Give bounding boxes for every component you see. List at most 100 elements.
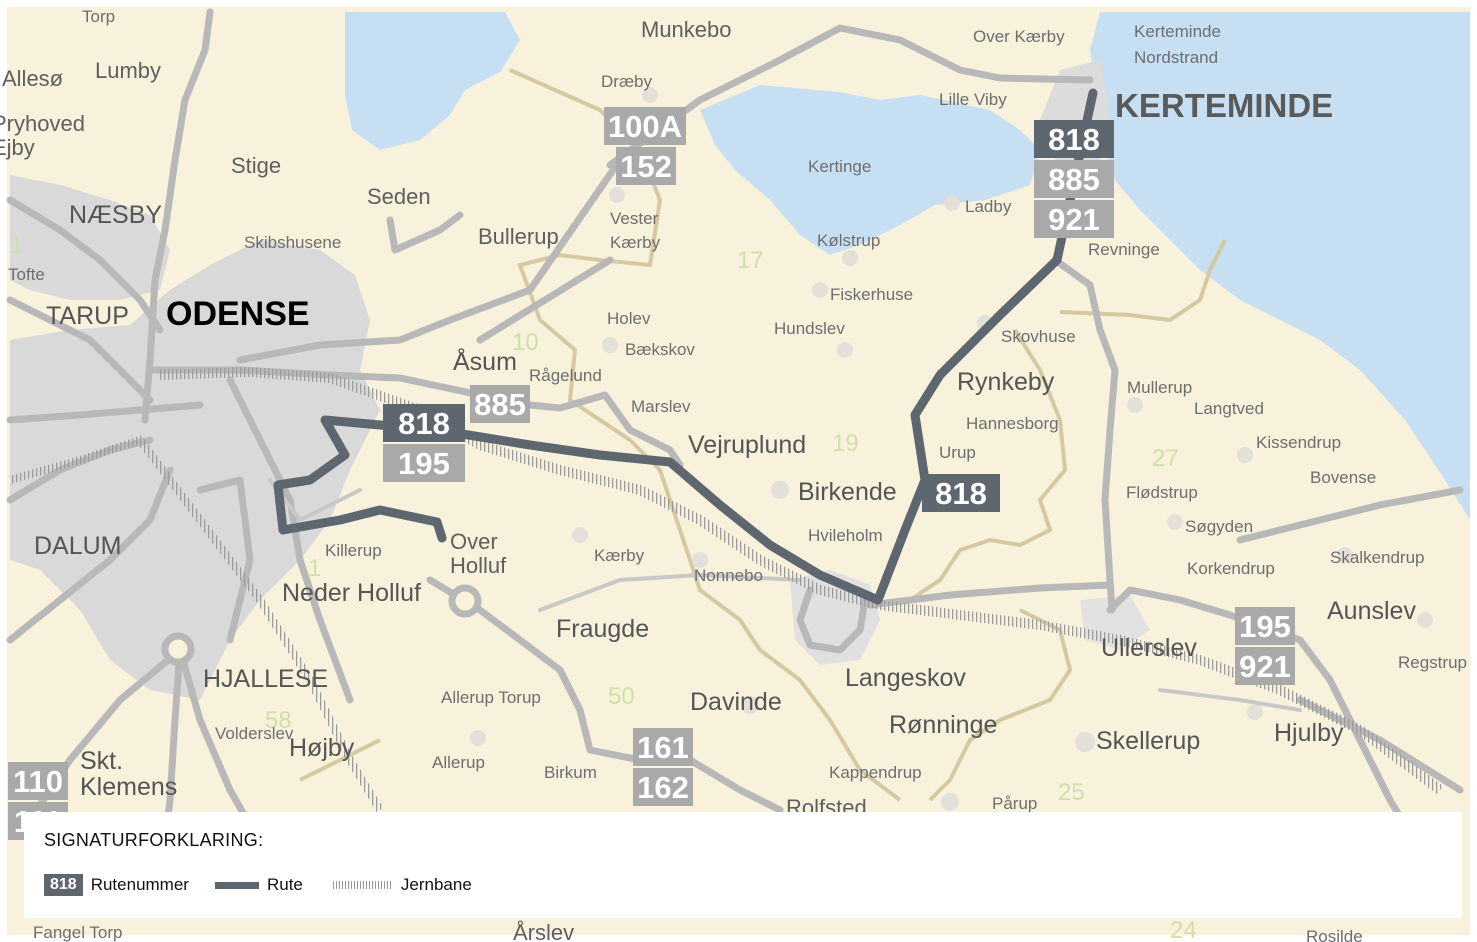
place-label: Allerup Torup	[441, 688, 541, 707]
place-label: Ladby	[965, 197, 1012, 216]
legend-items: 818 Rutenummer Rute Jernbane	[44, 874, 472, 896]
fjord-water	[345, 12, 520, 150]
route-number: 921	[1048, 202, 1100, 237]
roundabout	[161, 632, 195, 666]
zone-number: 25	[1058, 779, 1085, 806]
place-label: Bullerup	[478, 224, 559, 249]
place-label: Fiskerhuse	[830, 285, 913, 304]
place-label: Langeskov	[845, 664, 966, 692]
route-badge-195[interactable]: 195	[383, 444, 465, 482]
place-label: Birkende	[798, 478, 897, 506]
zone-number: 27	[1152, 445, 1179, 472]
place-label: Over Kærby	[973, 27, 1065, 46]
route-badge-161[interactable]: 161	[633, 728, 693, 766]
place-label: Ejby	[0, 135, 35, 160]
route-number: 885	[1048, 162, 1100, 197]
legend-route-number-badge: 818	[44, 874, 83, 896]
place-label: Kærby	[610, 233, 661, 252]
place-label: Over	[450, 529, 498, 554]
place-label: Davinde	[690, 688, 782, 716]
route-badge-110[interactable]: 110	[8, 762, 68, 800]
route-badge-818[interactable]: 818	[1034, 120, 1114, 158]
route-number: 921	[1239, 649, 1291, 684]
route-818-line[interactable]	[273, 88, 1098, 605]
place-label: Hjulby	[1274, 719, 1344, 747]
map-legend: SIGNATURFORKLARING: 818 Rutenummer Rute …	[24, 812, 1462, 918]
place-label: Rosilde	[1306, 927, 1363, 942]
route-number: 195	[1239, 609, 1291, 644]
place-label: Tofte	[8, 265, 45, 284]
place-label: Skt.	[80, 747, 123, 775]
place-label: Rågelund	[529, 366, 602, 385]
place-label: Rynkeby	[957, 368, 1055, 396]
place-label: Hundslev	[774, 319, 845, 338]
place-label: Højby	[289, 734, 355, 762]
place-label: Kærby	[594, 546, 645, 565]
place-label: Nordstrand	[1134, 48, 1218, 67]
place-label: Fangel Torp	[33, 923, 122, 942]
place-label: Kølstrup	[817, 231, 880, 250]
place-label: Revninge	[1088, 240, 1160, 259]
zone-number: 10	[512, 329, 539, 356]
place-label: Åsum	[453, 346, 517, 376]
place-label: Korkendrup	[1187, 559, 1275, 578]
route-badge-885[interactable]: 885	[470, 385, 530, 423]
route-badge-818[interactable]: 818	[922, 474, 1000, 512]
route-badge-921[interactable]: 921	[1034, 200, 1114, 238]
route-number: 162	[637, 770, 689, 805]
route-badge-195[interactable]: 195	[1235, 607, 1295, 645]
place-label: Seden	[367, 184, 431, 209]
village-dots	[470, 87, 1433, 811]
route-badge-100a[interactable]: 100A	[604, 107, 686, 145]
road-network-minor	[268, 478, 1302, 712]
place-label: Pryhoved	[0, 111, 85, 136]
place-label: Holev	[607, 309, 651, 328]
place-label: Søgyden	[1185, 517, 1253, 536]
place-label: Kissendrup	[1256, 433, 1341, 452]
place-label: Hannesborg	[966, 414, 1059, 433]
cycle-paths	[299, 68, 1227, 802]
place-label: Skalkendrup	[1330, 548, 1425, 567]
route-badge-818[interactable]: 818	[383, 404, 465, 442]
route-badges[interactable]: 818 885 921 100A 152 885 818	[8, 107, 1295, 840]
district-label: TARUP	[46, 302, 129, 330]
district-label: NÆSBY	[69, 201, 162, 229]
route-badge-152[interactable]: 152	[616, 147, 676, 185]
place-label: Skovhuse	[1001, 327, 1076, 346]
route-badge-921[interactable]: 921	[1235, 647, 1295, 685]
place-label: Urup	[939, 443, 976, 462]
city-label-odense: ODENSE	[166, 295, 310, 333]
city-label-kerteminde: KERTEMINDE	[1115, 87, 1333, 124]
place-label: Bækskov	[625, 340, 695, 359]
place-label: Volderslev	[215, 724, 294, 743]
route-number: 195	[398, 446, 450, 481]
place-label: Birkum	[544, 763, 597, 782]
zone-number: 1	[10, 232, 23, 259]
place-label: Skibshusene	[244, 233, 341, 252]
zone-number: 24	[1170, 917, 1197, 942]
district-labels: NÆSBY TARUP DALUM HJALLESE	[34, 201, 328, 693]
place-label: Munkebo	[641, 17, 732, 42]
legend-route-line-icon	[214, 881, 259, 889]
legend-title: SIGNATURFORKLARING:	[44, 830, 264, 850]
place-label: Kerteminde	[1134, 22, 1221, 41]
route-badge-885[interactable]: 885	[1034, 160, 1114, 198]
legend-label-route: Rute	[266, 875, 303, 894]
place-label: Allesø	[2, 66, 63, 91]
zone-number: 50	[608, 683, 635, 710]
route-number: 110	[13, 764, 63, 799]
place-label: Kertinge	[808, 157, 871, 176]
place-label: Hvileholm	[808, 526, 883, 545]
place-label: Fraugde	[556, 615, 649, 643]
route-badge-162[interactable]: 162	[633, 768, 693, 806]
district-label: DALUM	[34, 532, 122, 560]
legend-label-railway: Jernbane	[400, 875, 472, 894]
route-number: 885	[474, 387, 526, 422]
route-number: 818	[935, 476, 987, 511]
route-number: 818	[398, 406, 450, 441]
place-label: Årslev	[513, 920, 574, 942]
place-label: Vejruplund	[688, 431, 806, 459]
place-label: Neder Holluf	[282, 579, 421, 607]
place-label: Klemens	[80, 773, 177, 801]
